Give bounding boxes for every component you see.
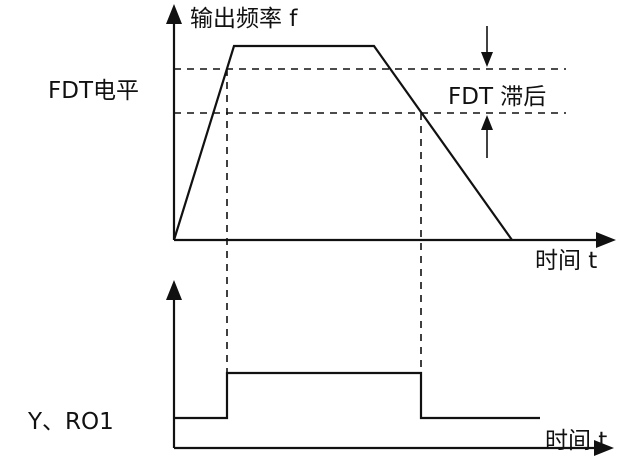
time-x-axis-top-arrowhead [596,232,616,248]
time-axis-label-top: 时间 t [535,248,597,274]
time-axis-label-bottom: 时间 t [545,428,607,454]
time-x-axis-bottom-arrowhead [594,440,614,456]
fdt-level-label: FDT电平 [48,78,139,104]
frequency-y-axis-arrowhead [166,4,182,24]
fdt-lag-label: FDT 滞后 [448,84,546,110]
output-signal-label: Y、RO1 [27,409,114,435]
lag-arrow-top-head [481,52,493,67]
lag-arrow-bottom-head [481,115,493,130]
frequency-graph [166,4,616,248]
output-signal-waveform [174,371,540,420]
output-signal-graph [166,280,614,456]
frequency-axis-label: 输出频率 f [190,6,298,32]
signal-y-axis-arrowhead [166,280,182,300]
frequency-curve [172,44,513,241]
